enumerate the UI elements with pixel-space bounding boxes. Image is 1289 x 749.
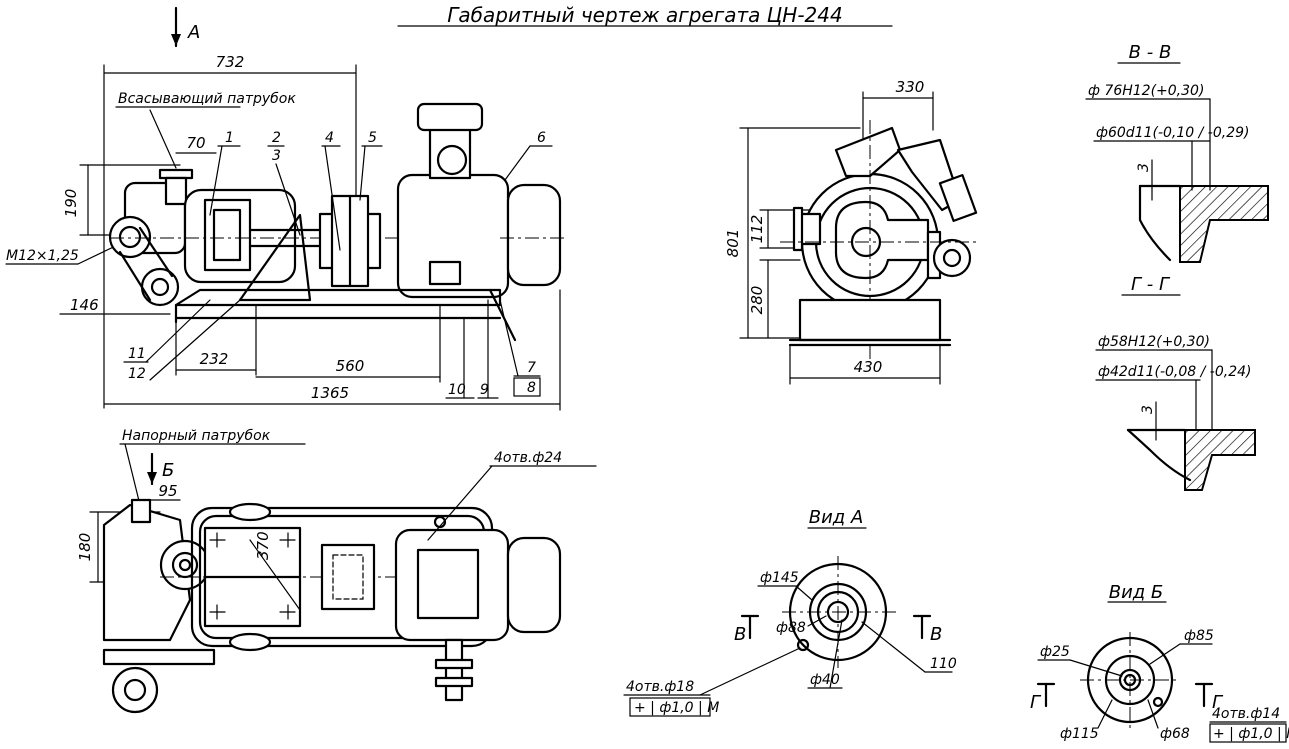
view-a-d88: ф88	[776, 620, 806, 636]
view-b-cut-right: Г	[1212, 692, 1224, 713]
view-a: Вид А ф145 ф88 ф40 110 В В 4отв.ф18 + | …	[623, 507, 957, 717]
dim-430: 430	[854, 358, 883, 376]
drawing-title: Габаритный чертеж агрегата ЦН-244	[447, 3, 842, 27]
view-a-tolerance: + | ф1,0 | M	[634, 700, 719, 716]
dim-370: 370	[254, 531, 272, 560]
view-a-d40: ф40	[810, 672, 840, 688]
section-gg: Г - Г ф58Н12(+0,30) ф42d11(-0,08 / -0,24…	[1095, 274, 1256, 491]
view-arrow-a: А	[171, 6, 200, 48]
suction-label: Всасывающий патрубок	[118, 91, 296, 107]
view-b-d25: ф25	[1040, 644, 1070, 660]
section-vv-outer-dim: ф 76Н12(+0,30)	[1088, 83, 1204, 99]
part-label-11: 11	[128, 346, 146, 362]
part-label-10: 10	[448, 382, 466, 398]
top-view: Напорный патрубок Б 95 180	[76, 428, 597, 714]
view-a-title: Вид А	[809, 507, 864, 528]
view-b-tolerance: + | ф1,0 | M	[1213, 726, 1289, 742]
part-label-1: 1	[225, 130, 234, 146]
view-a-cut-right: В	[930, 624, 942, 645]
dim-560: 560	[336, 357, 365, 375]
dim-112: 112	[748, 215, 766, 244]
thread-label: М12×1,25	[6, 248, 79, 264]
view-b-title: Вид Б	[1109, 582, 1164, 603]
view-b: Вид Б ф25 ф85 ф115 ф68 Г Г 4отв.ф14 + | …	[1030, 582, 1289, 743]
part-label-2: 2	[272, 130, 281, 146]
dim-330: 330	[896, 78, 925, 96]
part-label-5: 5	[368, 130, 377, 146]
section-vv: В - В ф 76Н12(+0,30) ф60d11(-0,10 / -0,2…	[1085, 42, 1269, 263]
view-b-cut-left: Г	[1030, 692, 1042, 713]
dim-1365: 1365	[311, 384, 349, 402]
dim-801: 801	[724, 229, 742, 258]
dim-180: 180	[76, 533, 94, 562]
section-vv-title: В - В	[1129, 42, 1172, 63]
part-label-4: 4	[325, 130, 334, 146]
view-b-d85: ф85	[1184, 628, 1214, 644]
part-label-8: 8	[527, 380, 536, 396]
dim-70: 70	[186, 134, 205, 152]
svg-text:Б: Б	[162, 460, 174, 481]
dim-732: 732	[216, 53, 245, 71]
side-view: 330 801 112 280	[724, 78, 980, 385]
section-gg-inner-dim: ф42d11(-0,08 / -0,24)	[1098, 364, 1251, 380]
view-b-d68: ф68	[1160, 726, 1190, 742]
part-label-12: 12	[128, 366, 146, 382]
section-vv-inner-dim: ф60d11(-0,10 / -0,29)	[1096, 125, 1249, 141]
view-arrow-b: Б	[147, 452, 174, 486]
part-label-9: 9	[480, 382, 489, 398]
dim-95: 95	[158, 482, 177, 500]
view-b-d115: ф115	[1060, 726, 1099, 742]
pressure-label: Напорный патрубок	[122, 428, 271, 444]
view-a-cut-left: В	[734, 624, 746, 645]
section-vv-dim-3: 3	[1136, 163, 1152, 172]
part-label-6: 6	[537, 130, 546, 146]
front-view: 732 Всасывающий патрубок 70 190 М12×1,25…	[5, 53, 566, 411]
view-a-d110: 110	[930, 656, 957, 672]
section-gg-title: Г - Г	[1131, 274, 1171, 295]
dim-280: 280	[748, 286, 766, 315]
view-a-holes: 4отв.ф18	[626, 679, 694, 695]
section-gg-dim-3: 3	[1140, 405, 1156, 414]
view-a-d145: ф145	[760, 570, 799, 586]
view-b-holes: 4отв.ф14	[1212, 706, 1280, 722]
svg-text:А: А	[187, 22, 200, 43]
dim-146: 146	[70, 296, 99, 314]
part-label-3: 3	[272, 148, 281, 164]
section-gg-outer-dim: ф58Н12(+0,30)	[1098, 334, 1210, 350]
dim-190: 190	[62, 189, 80, 218]
part-label-7: 7	[527, 360, 536, 376]
holes-label-top: 4отв.ф24	[494, 450, 562, 466]
dim-232: 232	[200, 350, 229, 368]
